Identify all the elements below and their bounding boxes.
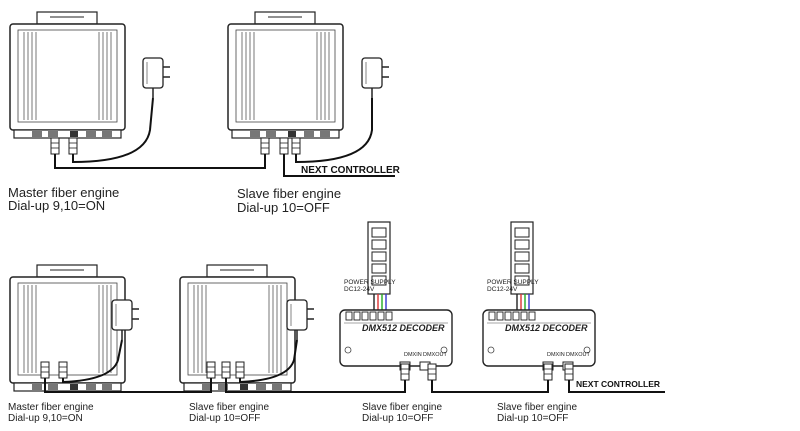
- decoder-2-power-voltage: DC12-24V: [487, 286, 518, 293]
- power-adapter-top-1: [142, 57, 171, 99]
- slave-caption-title-top: Slave fiber engine: [237, 186, 342, 201]
- dc-plug: [291, 137, 301, 155]
- next-controller-label-top: NEXT CONTROLLER: [301, 165, 400, 176]
- decoder-1-dmxin: DMXIN: [404, 352, 422, 358]
- master-fiber-engine-top: [9, 11, 126, 139]
- dc-plug: [58, 361, 68, 379]
- dc-plug: [235, 361, 245, 379]
- dmx-plug: [427, 363, 437, 381]
- dmx-plug: [221, 361, 231, 379]
- decoder-1-caption-title: Slave fiber engine: [362, 402, 443, 413]
- decoder-2-title: DMX512 DECODER: [505, 323, 588, 333]
- decoder-2-dmxout: DMXOUT: [566, 352, 590, 358]
- master-caption-title-top: Master fiber engine: [8, 185, 120, 200]
- decoder-2-power-label: POWER SUPPLY: [487, 279, 539, 286]
- slave-caption-dial-top: Dial-up 10=OFF: [237, 200, 330, 215]
- dmx-plug: [279, 137, 289, 155]
- dmx-plug: [206, 361, 216, 379]
- next-controller-label-bottom: NEXT CONTROLLER: [576, 379, 661, 389]
- cables-top: [54, 97, 395, 177]
- decoder-2-caption-dial: Dial-up 10=OFF: [497, 413, 569, 424]
- slave-caption-title-bottom: Slave fiber engine: [189, 402, 270, 413]
- slave-caption-dial-bottom: Dial-up 10=OFF: [189, 413, 261, 424]
- decoder-2-caption-title: Slave fiber engine: [497, 402, 578, 413]
- decoder-1-power-label: POWER SUPPLY: [344, 279, 396, 286]
- dmx512-decoder-1: [339, 221, 453, 371]
- decoder-1-power-voltage: DC12-24V: [344, 286, 375, 293]
- decoder-1-title: DMX512 DECODER: [362, 323, 445, 333]
- master-caption-dial-bottom: Dial-up 9,10=ON: [8, 413, 83, 424]
- decoder-1-caption-dial: Dial-up 10=OFF: [362, 413, 434, 424]
- dmx-plug: [400, 363, 410, 381]
- master-caption-title-bottom: Master fiber engine: [8, 402, 94, 413]
- dc-plug: [68, 137, 78, 155]
- decoder-2-dmxin: DMXIN: [547, 352, 565, 358]
- slave-fiber-engine-top: [227, 11, 344, 139]
- dmx512-decoder-2: [482, 221, 596, 371]
- dmx-plug: [40, 361, 50, 379]
- dmx-plug: [50, 137, 60, 155]
- decoder-1-dmxout: DMXOUT: [423, 352, 447, 358]
- dmx-plug: [564, 363, 574, 381]
- cables-bottom: [44, 339, 665, 393]
- dmx-plug: [260, 137, 270, 155]
- master-caption-dial-top: Dial-up 9,10=ON: [8, 198, 106, 213]
- dmx-plug: [543, 363, 553, 381]
- power-adapter-top-2: [361, 57, 390, 99]
